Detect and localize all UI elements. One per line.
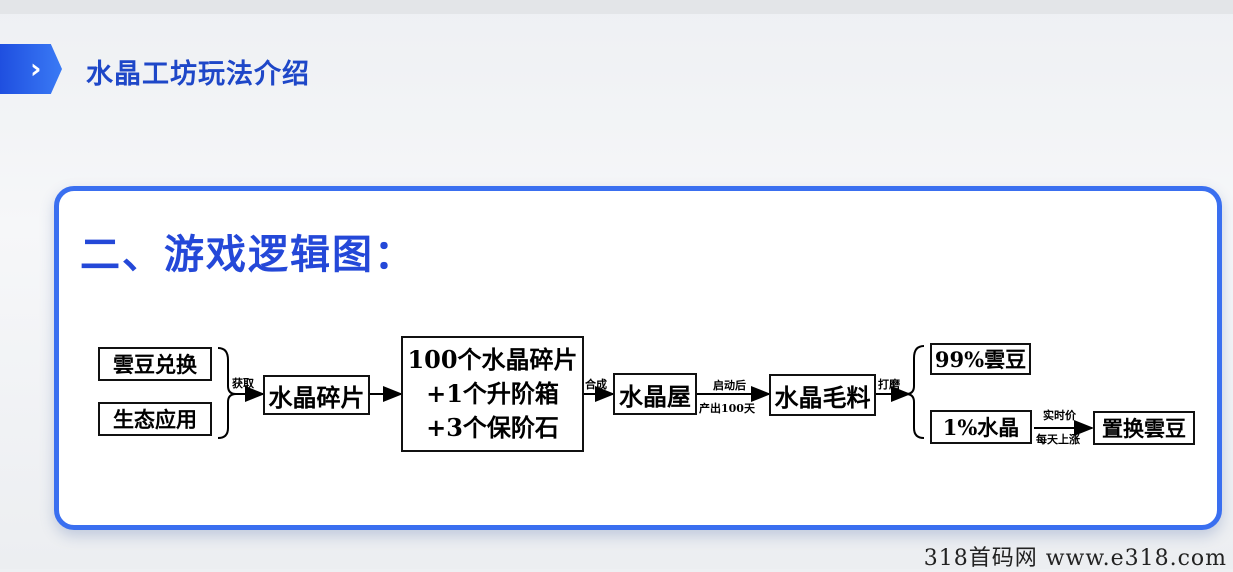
- left-bracket: [217, 347, 237, 439]
- label-polish: 打磨: [878, 378, 900, 391]
- node-swap-cloud-bean: 置换雲豆: [1093, 411, 1195, 445]
- bundle-line-1: 100个水晶碎片: [407, 345, 578, 374]
- node-cloud-bean-exchange: 雲豆兑换: [98, 347, 212, 381]
- label-after-start: 启动后: [713, 379, 746, 392]
- section-title: 二、游戏逻辑图：: [80, 232, 416, 278]
- bundle-line-3: +3个保阶石: [426, 413, 559, 442]
- node-1pct-crystal: 1%水晶: [930, 410, 1032, 444]
- node-ecology-app: 生态应用: [98, 402, 212, 436]
- label-obtain: 获取: [232, 377, 254, 390]
- page-title: 水晶工坊玩法介绍: [86, 59, 310, 90]
- node-crystal-raw: 水晶毛料: [769, 374, 876, 416]
- label-synthesize: 合成: [585, 378, 607, 391]
- header-accent-bar: [0, 44, 62, 94]
- footer-watermark: 318首码网 www.e318.com: [923, 546, 1227, 571]
- node-crystal-fragment: 水晶碎片: [263, 375, 370, 415]
- node-bundle: 100个水晶碎片 +1个升阶箱 +3个保阶石: [401, 336, 584, 452]
- right-bracket: [905, 345, 925, 439]
- label-output-100-days: 产出100天: [699, 402, 755, 415]
- top-band: [0, 0, 1233, 14]
- chevron-right-icon: ›: [30, 52, 42, 85]
- label-daily-rise: 每天上涨: [1036, 433, 1080, 446]
- label-realtime-price: 实时价: [1043, 409, 1076, 422]
- bundle-line-2: +1个升阶箱: [426, 379, 559, 408]
- node-crystal-house: 水晶屋: [613, 373, 697, 415]
- node-99pct-cloud-bean: 99%雲豆: [930, 343, 1031, 375]
